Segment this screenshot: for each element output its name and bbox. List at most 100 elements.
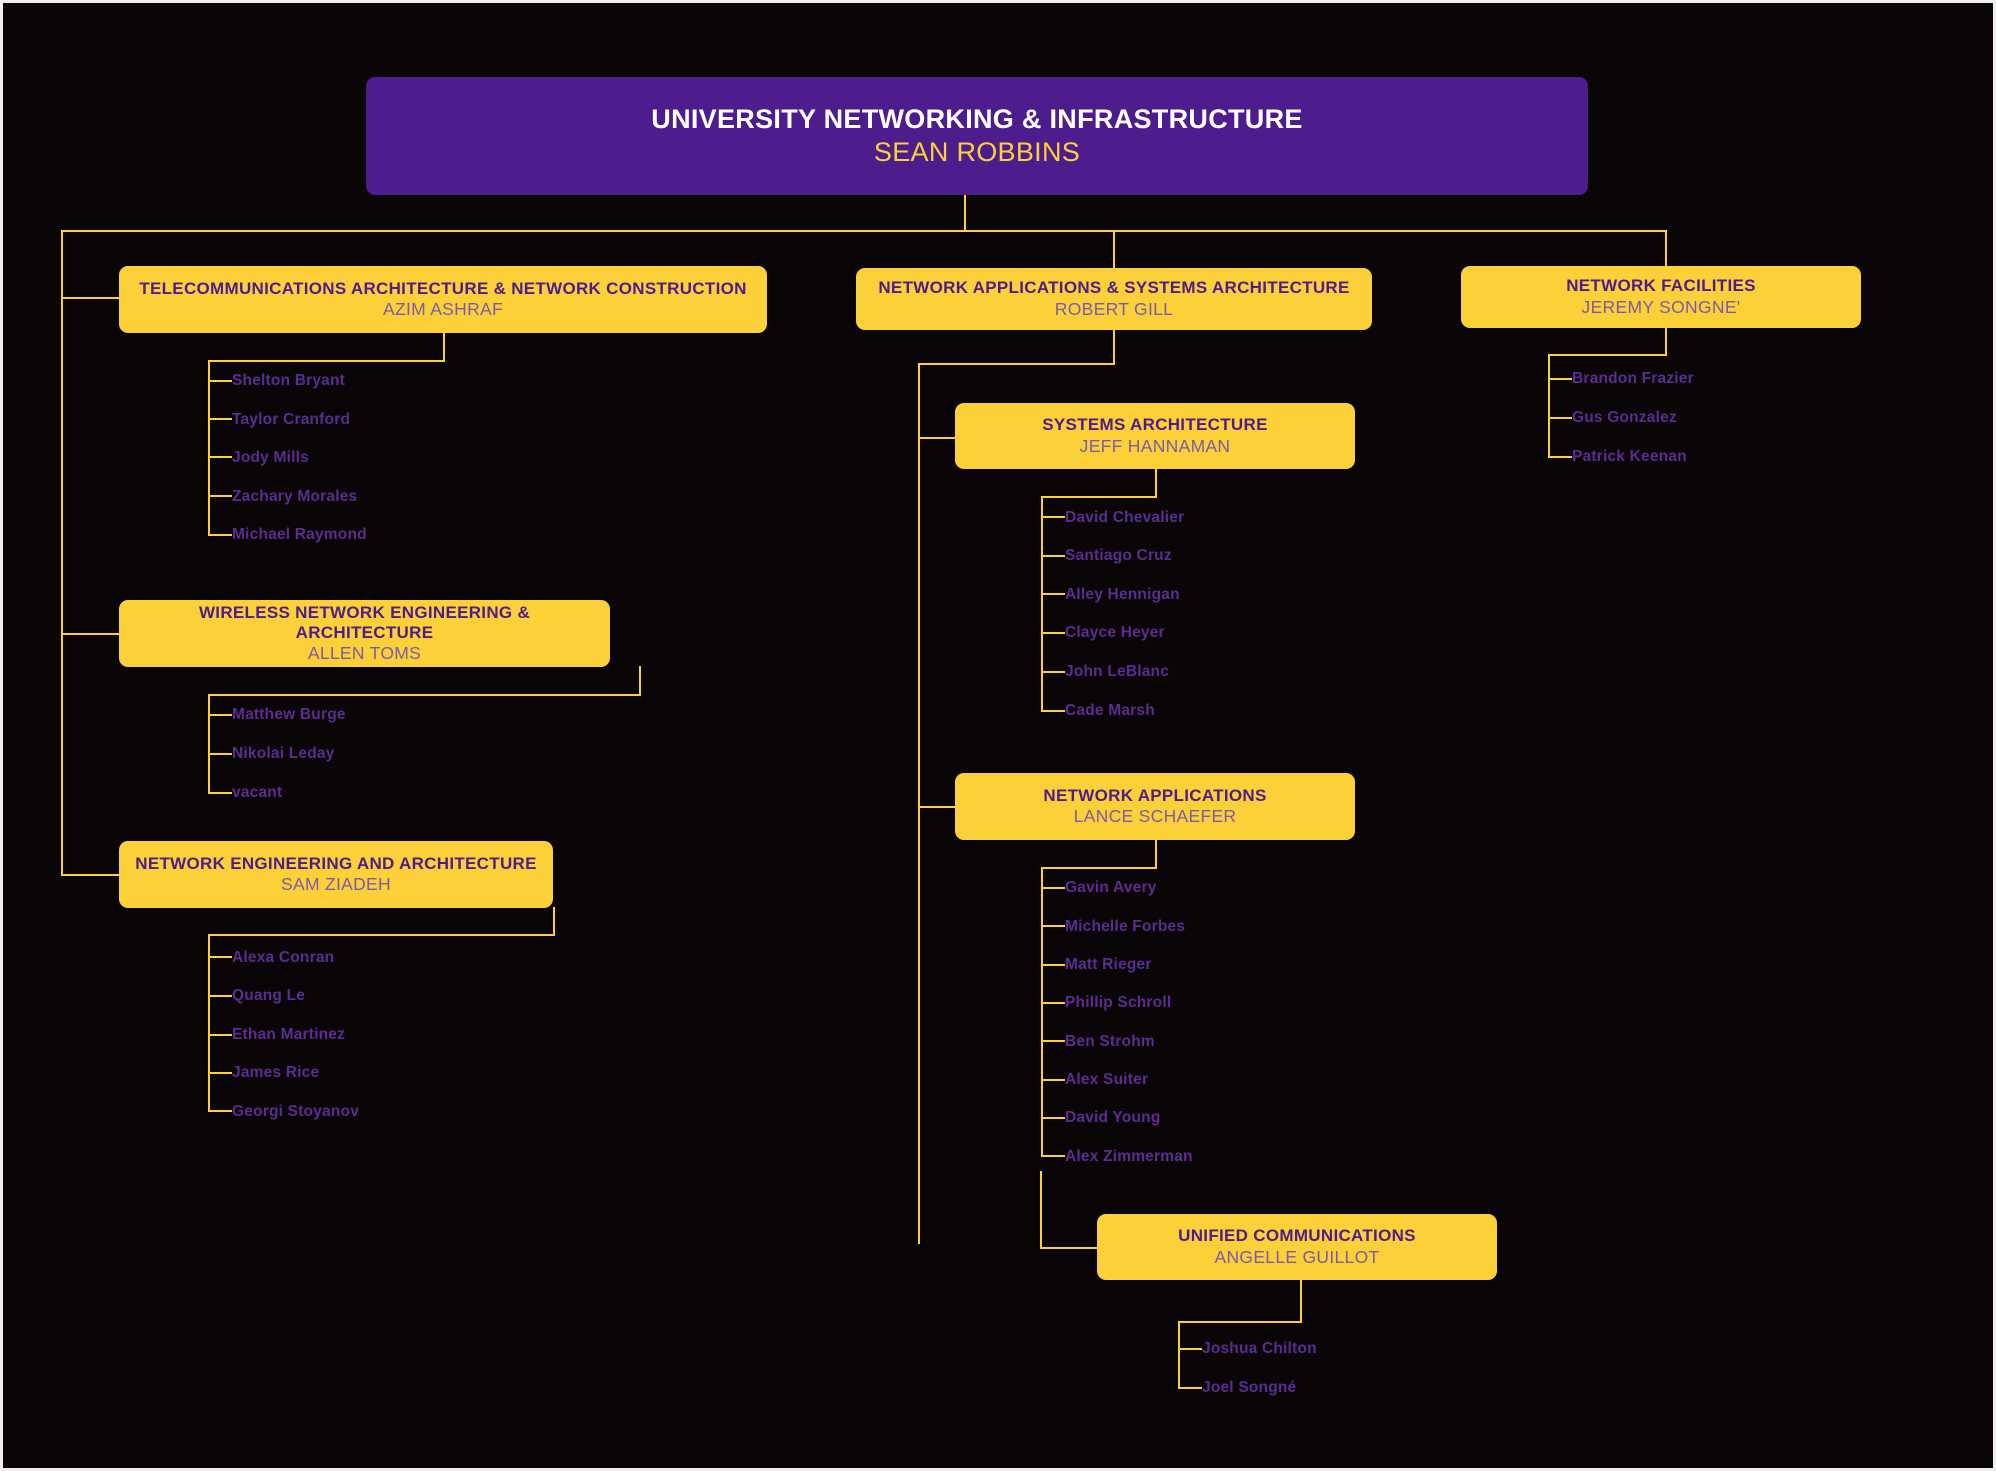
staff-name: Alex Suiter: [1065, 1071, 1149, 1088]
connector-root-bus: [61, 230, 1665, 232]
connector-sysarch-tick: [1041, 632, 1065, 634]
node-netapps-title: NETWORK APPLICATIONS: [1043, 785, 1267, 805]
connector-netengarch-spine: [208, 934, 210, 1110]
node-netfac[interactable]: NETWORK FACILITIES JEREMY SONGNE': [1461, 266, 1861, 328]
connector-netfac-elbow: [1548, 354, 1667, 356]
staff-name: Clayce Heyer: [1065, 624, 1165, 641]
connector-netfac-stem: [1665, 328, 1667, 355]
connector-unifiedcomm-spine: [1178, 1321, 1180, 1387]
node-napsa[interactable]: NETWORK APPLICATIONS & SYSTEMS ARCHITECT…: [856, 268, 1372, 330]
node-netengarch-title: NETWORK ENGINEERING AND ARCHITECTURE: [135, 853, 537, 873]
connector-right-drop: [1665, 230, 1667, 270]
staff-name: Nikolai Leday: [232, 745, 335, 762]
node-netapps[interactable]: NETWORK APPLICATIONS LANCE SCHAEFER: [955, 773, 1355, 840]
node-netengarch[interactable]: NETWORK ENGINEERING AND ARCHITECTURE SAM…: [119, 841, 553, 908]
node-root[interactable]: UNIVERSITY NETWORKING & INFRASTRUCTURE S…: [366, 77, 1588, 195]
connector-sysarch-tick: [1041, 555, 1065, 557]
staff-name: David Young: [1065, 1109, 1161, 1126]
node-wireless-lead: ALLEN TOMS: [307, 643, 422, 664]
connector-netengarch-tick: [208, 1034, 232, 1036]
staff-name: John LeBlanc: [1065, 663, 1170, 680]
connector-netfac-spine: [1548, 354, 1550, 457]
connector-wireless-tick: [208, 714, 232, 716]
connector-netapps-tick: [1041, 1079, 1065, 1081]
connector-sysarch-tick: [1041, 671, 1065, 673]
staff-name: Georgi Stoyanov: [232, 1103, 360, 1120]
connector-telecom-stem: [443, 333, 445, 361]
node-unifiedcomm-lead: ANGELLE GUILLOT: [1214, 1246, 1380, 1267]
staff-name: Santiago Cruz: [1065, 547, 1172, 564]
connector-wireless-spine: [208, 694, 210, 794]
staff-name: Ben Strohm: [1065, 1033, 1155, 1050]
connector-telecom-elbow: [208, 360, 445, 362]
node-unifiedcomm[interactable]: UNIFIED COMMUNICATIONS ANGELLE GUILLOT: [1097, 1214, 1497, 1280]
connector-netapps-tick: [1041, 1155, 1065, 1157]
connector-netengarch-tick: [208, 1072, 232, 1074]
connector-napsa-spine: [918, 363, 920, 1244]
connector-netengarch-tick: [208, 1110, 232, 1112]
node-netfac-title: NETWORK FACILITIES: [1566, 276, 1756, 296]
connector-mid-drop: [1113, 230, 1115, 270]
staff-name: Joel Songné: [1202, 1379, 1297, 1396]
node-sysarch[interactable]: SYSTEMS ARCHITECTURE JEFF HANNAMAN: [955, 403, 1355, 469]
connector-wireless-tick: [208, 792, 232, 794]
connector-netapps-tick: [1041, 1002, 1065, 1004]
connector-to-telecom: [61, 297, 119, 299]
node-netfac-lead: JEREMY SONGNE': [1581, 296, 1741, 317]
connector-unifiedcomm-tick: [1178, 1387, 1202, 1389]
node-unifiedcomm-title: UNIFIED COMMUNICATIONS: [1178, 1226, 1416, 1246]
staff-name: Joshua Chilton: [1202, 1340, 1317, 1357]
connector-telecom-tick: [208, 495, 232, 497]
node-sysarch-lead: JEFF HANNAMAN: [1079, 435, 1231, 456]
node-sysarch-title: SYSTEMS ARCHITECTURE: [1042, 415, 1268, 435]
staff-name: Phillip Schroll: [1065, 994, 1172, 1011]
node-netapps-lead: LANCE SCHAEFER: [1073, 806, 1237, 827]
staff-name: Zachary Morales: [232, 488, 358, 505]
connector-netapps-spine: [1041, 867, 1043, 1155]
node-root-title: UNIVERSITY NETWORKING & INFRASTRUCTURE: [651, 103, 1303, 134]
node-netengarch-lead: SAM ZIADEH: [281, 874, 391, 895]
staff-name: Matthew Burge: [232, 706, 346, 723]
node-napsa-lead: ROBERT GILL: [1054, 298, 1174, 319]
connector-napsa-stem: [1113, 330, 1115, 364]
node-root-lead: SEAN ROBBINS: [873, 136, 1081, 167]
connector-netfac-tick: [1548, 417, 1572, 419]
node-wireless[interactable]: WIRELESS NETWORK ENGINEERING & ARCHITECT…: [119, 600, 610, 667]
node-telecom-title: TELECOMMUNICATIONS ARCHITECTURE & NETWOR…: [139, 278, 747, 298]
staff-name: Michelle Forbes: [1065, 918, 1186, 935]
staff-name: David Chevalier: [1065, 509, 1185, 526]
node-napsa-title: NETWORK APPLICATIONS & SYSTEMS ARCHITECT…: [878, 278, 1350, 298]
node-telecom[interactable]: TELECOMMUNICATIONS ARCHITECTURE & NETWOR…: [119, 266, 767, 333]
staff-name: Alley Hennigan: [1065, 586, 1180, 603]
staff-name: Alexa Conran: [232, 949, 335, 966]
connector-to-wireless: [61, 633, 119, 635]
connector-netapps-tick: [1041, 964, 1065, 966]
connector-netapps-elbow: [1041, 867, 1157, 869]
staff-name: Brandon Frazier: [1572, 370, 1694, 387]
connector-netapps-stem: [1155, 840, 1157, 868]
connector-to-netapps: [918, 806, 955, 808]
connector-netfac-tick: [1548, 378, 1572, 380]
staff-name: Jody Mills: [232, 449, 309, 466]
connector-netengarch-stem: [553, 907, 555, 935]
staff-name: Cade Marsh: [1065, 702, 1155, 719]
connector-sysarch-tick: [1041, 593, 1065, 595]
connector-unifiedcomm-elbow: [1178, 1321, 1302, 1323]
connector-sysarch-elbow: [1041, 496, 1157, 498]
connector-to-netengarch: [61, 874, 119, 876]
connector-unifiedcomm-drop: [1040, 1171, 1042, 1249]
connector-root-stem: [964, 193, 966, 231]
staff-name: Alex Zimmerman: [1065, 1148, 1193, 1165]
connector-sysarch-spine: [1041, 496, 1043, 711]
connector-netapps-tick: [1041, 1040, 1065, 1042]
staff-name: Ethan Martinez: [232, 1026, 346, 1043]
connector-sysarch-tick: [1041, 516, 1065, 518]
connector-unifiedcomm-tick: [1178, 1348, 1202, 1350]
connector-telecom-tick: [208, 380, 232, 382]
connector-netapps-tick: [1041, 887, 1065, 889]
connector-napsa-elbow: [918, 363, 1115, 365]
connector-sysarch-tick: [1041, 710, 1065, 712]
staff-name: Patrick Keenan: [1572, 448, 1687, 465]
connector-left-spine: [61, 230, 63, 875]
